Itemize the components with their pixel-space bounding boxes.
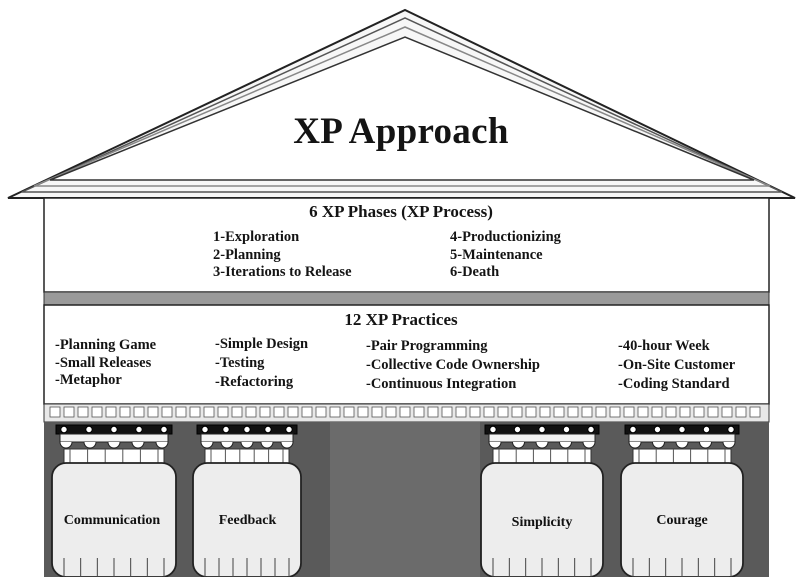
column-communication: [51, 424, 177, 577]
list-item: -Planning Game: [55, 337, 157, 353]
practices-col-2: -Simple Design -Testing -Refactoring: [215, 335, 308, 392]
pillar-label-courage: Courage: [656, 513, 708, 528]
list-item: -40-hour Week: [618, 338, 710, 354]
list-item: 4-Productionizing: [450, 229, 561, 245]
practices-col-4: -40-hour Week -On-Site Customer -Coding …: [618, 337, 735, 394]
list-item: -Coding Standard: [618, 376, 730, 392]
list-item: 5-Maintenance: [450, 246, 543, 263]
columns: [51, 424, 744, 577]
list-item: -Collective Code Ownership: [366, 357, 540, 373]
phases-panel: [43, 197, 770, 293]
list-item: -Small Releases: [55, 354, 152, 371]
page-title: XP Approach: [293, 111, 509, 152]
pillar-label-feedback: Feedback: [218, 513, 277, 528]
list-item: 1-Exploration: [213, 229, 300, 245]
column-courage: [620, 424, 744, 577]
phases-heading: 6 XP Phases (XP Process): [309, 202, 493, 221]
list-item: -Continuous Integration: [366, 376, 517, 392]
list-item: -Pair Programming: [366, 338, 488, 354]
list-item: -Refactoring: [215, 374, 294, 390]
list-item: 2-Planning: [213, 246, 281, 263]
pillar-label-communication: Communication: [63, 513, 161, 528]
practices-col-1: -Planning Game -Small Releases -Metaphor: [55, 337, 156, 390]
divider-band: [43, 291, 770, 306]
list-item: -Metaphor: [55, 372, 122, 388]
list-item: -On-Site Customer: [618, 357, 736, 373]
list-item: 6-Death: [450, 264, 500, 280]
pillar-label-simplicity: Simplicity: [511, 515, 573, 530]
list-item: -Testing: [215, 355, 265, 371]
list-item: -Simple Design: [215, 336, 309, 352]
roof: [7, 8, 796, 199]
practices-heading: 12 XP Practices: [344, 310, 458, 329]
dentil-frieze: [43, 403, 770, 423]
column-simplicity: [480, 424, 604, 577]
column-feedback: [192, 424, 302, 577]
phases-col-1: 1-Exploration 2-Planning 3-Iterations to…: [213, 229, 352, 282]
practices-col-3: -Pair Programming -Collective Code Owner…: [366, 337, 540, 394]
list-item: 3-Iterations to Release: [213, 264, 352, 280]
phases-col-2: 4-Productionizing 5-Maintenance 6-Death: [450, 229, 561, 282]
